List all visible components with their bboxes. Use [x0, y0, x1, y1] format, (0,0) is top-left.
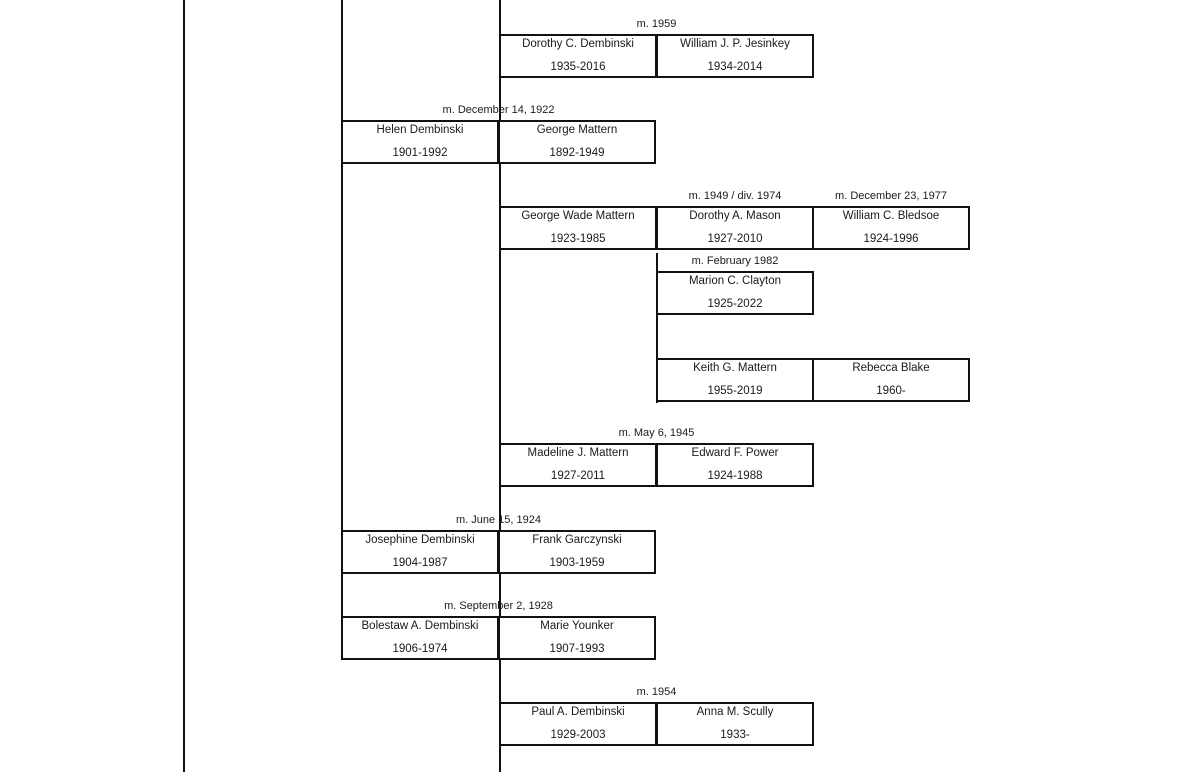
person-name: Anna M. Scully: [696, 706, 774, 719]
person-lifespan: 1927-2010: [707, 233, 763, 245]
person-name: Rebecca Blake: [852, 362, 930, 375]
person-name: Frank Garczynski: [532, 534, 622, 547]
person-name: Marion C. Clayton: [688, 275, 782, 288]
person-lifespan: 1904-1987: [392, 557, 448, 569]
person-name: Josephine Dembinski: [365, 534, 475, 547]
person-name: Marie Younker: [540, 620, 614, 633]
person-cell[interactable]: Rebecca Blake 1960-: [812, 358, 970, 402]
person-name: Bolestaw A. Dembinski: [361, 620, 479, 633]
person-name: Keith G. Mattern: [693, 362, 777, 375]
person-name: Edward F. Power: [691, 447, 779, 460]
person-cell[interactable]: William J. P. Jesinkey 1934-2014: [656, 34, 814, 78]
person-name: Dorothy A. Mason: [689, 210, 781, 223]
person-cell[interactable]: George Wade Mattern 1923-1985: [499, 206, 657, 250]
person-cell[interactable]: Paul A. Dembinski 1929-2003: [499, 702, 657, 746]
mason-children-spine: [656, 253, 658, 403]
marriage-date-label: m. June 15, 1924: [455, 514, 541, 526]
person-name: Helen Dembinski: [376, 124, 464, 137]
person-cell[interactable]: Bolestaw A. Dembinski 1906-1974: [341, 616, 499, 660]
person-name: William C. Bledsoe: [842, 210, 940, 223]
person-lifespan: 1924-1996: [863, 233, 919, 245]
person-cell[interactable]: Anna M. Scully 1933-: [656, 702, 814, 746]
person-lifespan: 1934-2014: [707, 61, 763, 73]
person-name: George Wade Mattern: [521, 210, 635, 223]
marriage-date-label: m. September 2, 1928: [444, 600, 553, 612]
person-name: George Mattern: [536, 124, 618, 137]
marriage-date-label: m. 1949 / div. 1974: [688, 190, 782, 202]
person-lifespan: 1907-1993: [549, 643, 605, 655]
person-lifespan: 1929-2003: [550, 729, 606, 741]
ancestor-spine-line: [183, 0, 185, 772]
marriage-date-label: m. May 6, 1945: [618, 427, 695, 439]
person-name: Dorothy C. Dembinski: [522, 38, 634, 51]
person-lifespan: 1960-: [876, 385, 906, 397]
person-cell[interactable]: Madeline J. Mattern 1927-2011: [499, 443, 657, 487]
person-lifespan: 1892-1949: [549, 147, 605, 159]
person-cell[interactable]: Marion C. Clayton 1925-2022: [656, 271, 814, 315]
person-cell[interactable]: George Mattern 1892-1949: [498, 120, 656, 164]
person-cell[interactable]: Keith G. Mattern 1955-2019: [656, 358, 814, 402]
person-lifespan: 1924-1988: [707, 470, 763, 482]
person-cell[interactable]: Edward F. Power 1924-1988: [656, 443, 814, 487]
person-lifespan: 1903-1959: [549, 557, 605, 569]
marriage-date-label: m. 1954: [636, 686, 677, 698]
person-lifespan: 1925-2022: [707, 298, 763, 310]
person-cell[interactable]: Marie Younker 1907-1993: [498, 616, 656, 660]
person-lifespan: 1927-2011: [550, 470, 606, 482]
person-lifespan: 1906-1974: [392, 643, 448, 655]
person-cell[interactable]: Frank Garczynski 1903-1959: [498, 530, 656, 574]
person-cell[interactable]: Josephine Dembinski 1904-1987: [341, 530, 499, 574]
person-name: Madeline J. Mattern: [527, 447, 629, 460]
person-lifespan: 1955-2019: [707, 385, 763, 397]
person-lifespan: 1901-1992: [392, 147, 448, 159]
dembinski-sibling-spine: [341, 0, 343, 658]
person-cell[interactable]: Helen Dembinski 1901-1992: [341, 120, 499, 164]
person-cell[interactable]: Dorothy C. Dembinski 1935-2016: [499, 34, 657, 78]
marriage-date-label: m. February 1982: [691, 255, 779, 267]
person-name: William J. P. Jesinkey: [680, 38, 790, 51]
person-cell[interactable]: William C. Bledsoe 1924-1996: [812, 206, 970, 250]
marriage-date-label: m. 1959: [636, 18, 677, 30]
marriage-date-label: m. December 23, 1977: [835, 190, 947, 202]
person-lifespan: 1935-2016: [550, 61, 606, 73]
mattern-children-spine: [499, 0, 501, 772]
person-lifespan: 1933-: [720, 729, 750, 741]
person-cell[interactable]: Dorothy A. Mason 1927-2010: [656, 206, 814, 250]
person-name: Paul A. Dembinski: [531, 706, 625, 719]
marriage-date-label: m. December 14, 1922: [442, 104, 555, 116]
person-lifespan: 1923-1985: [550, 233, 606, 245]
